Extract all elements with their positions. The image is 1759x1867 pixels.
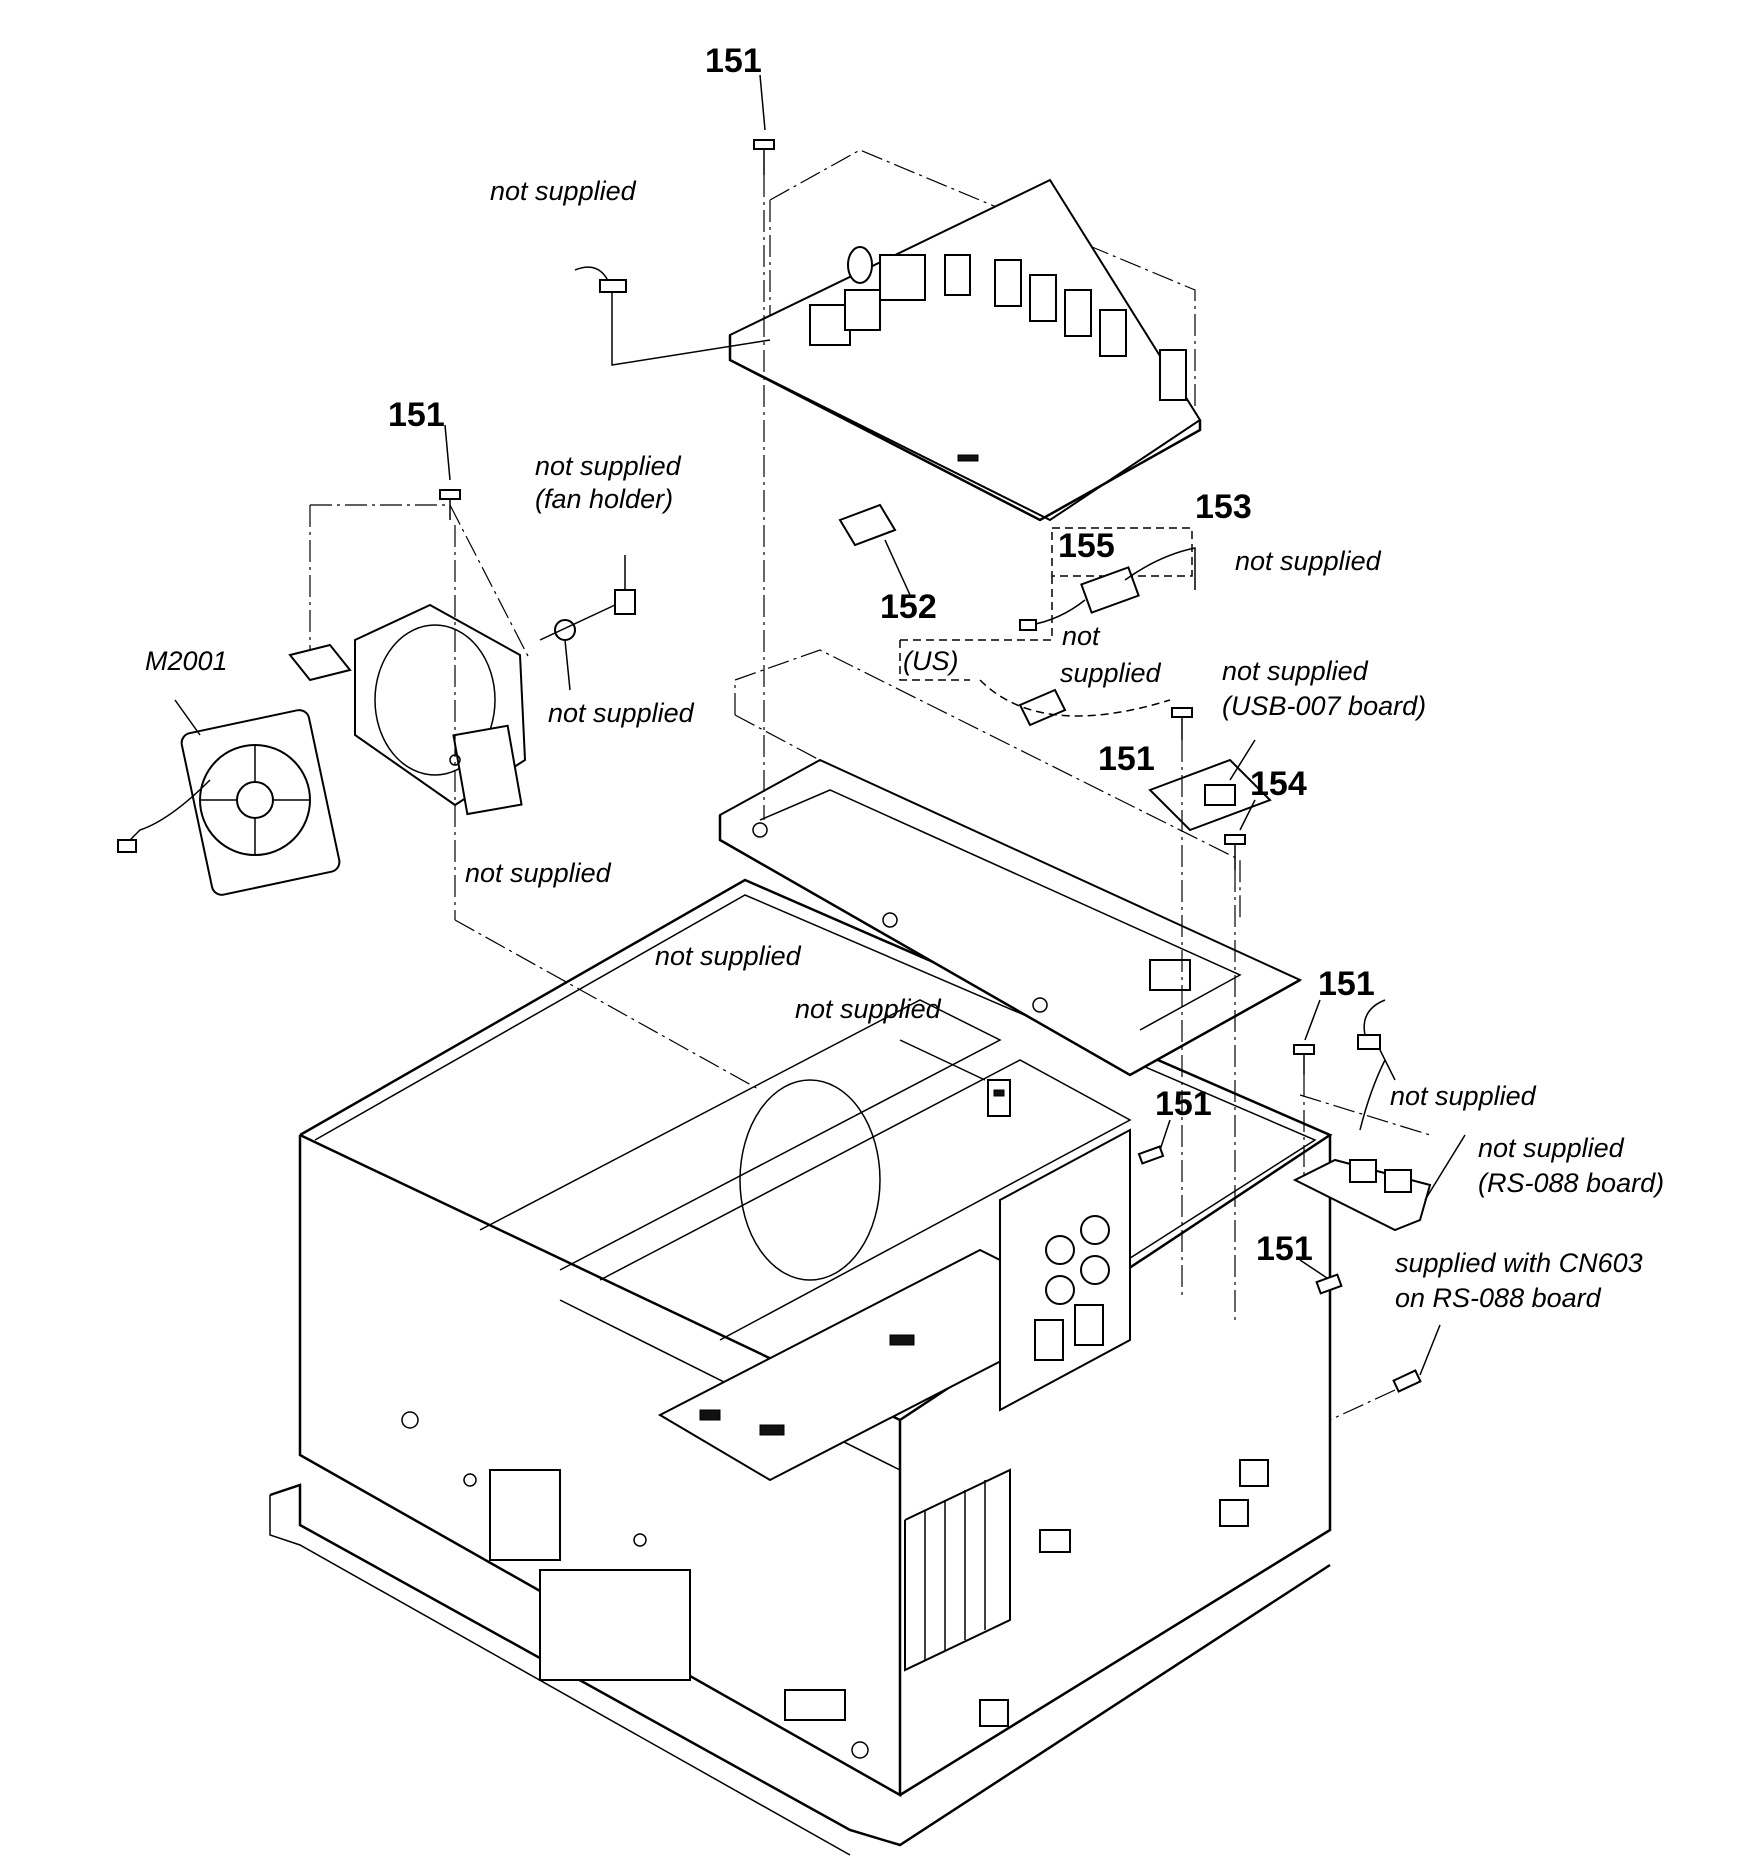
note-fan-holder-line1: not supplied xyxy=(535,451,682,481)
front-slot xyxy=(784,1689,846,1721)
relay-2 xyxy=(844,289,881,331)
relay-1 xyxy=(809,304,851,346)
note-tray: not supplied xyxy=(655,941,802,971)
top-cable xyxy=(574,266,771,366)
top-circuit-board xyxy=(728,149,1202,522)
main-chassis xyxy=(269,878,1333,1856)
note-usb-line2: (USB-007 board) xyxy=(1222,691,1426,721)
callout-labels: 151 151 153 152 155 151 154 151 151 151 xyxy=(388,42,1375,1268)
label-us: (US) xyxy=(903,646,959,676)
screw-cn603 xyxy=(1329,1324,1441,1421)
wire-holder xyxy=(899,1039,1011,1117)
note-usb-line1: not supplied xyxy=(1222,656,1369,686)
capacitor xyxy=(847,246,873,284)
callout-151-rs: 151 xyxy=(1318,965,1375,1003)
screw-151-low xyxy=(1299,1259,1343,1295)
callout-153: 153 xyxy=(1195,488,1252,526)
transformer xyxy=(879,254,926,301)
screw-151-rs xyxy=(1293,999,1321,1180)
board-tray xyxy=(718,649,1303,1077)
screw-151-usb xyxy=(1171,707,1193,1300)
screw-151-fan xyxy=(439,424,461,520)
ferrite-core-cable xyxy=(899,527,1196,681)
usb-board xyxy=(1148,739,1272,832)
screw-154 xyxy=(1224,799,1256,1320)
note-cn603-line2: on RS-088 board xyxy=(1395,1283,1602,1313)
note-cn603-line1: supplied with CN603 xyxy=(1395,1248,1643,1278)
callout-152: 152 xyxy=(880,588,937,626)
jack-row xyxy=(994,259,1187,401)
rear-jack-panel xyxy=(999,1128,1131,1412)
callout-151-usb: 151 xyxy=(1098,740,1155,778)
callout-151-top: 151 xyxy=(705,42,762,80)
note-ferrite-cable: not supplied xyxy=(1235,546,1382,576)
label-m2001: M2001 xyxy=(145,646,228,676)
note-rs-board-line1: not supplied xyxy=(1478,1133,1625,1163)
note-labels: not supplied not supplied (fan holder) n… xyxy=(145,176,1664,1313)
note-fan-holder-line2: (fan holder) xyxy=(535,484,673,514)
flex-sheet xyxy=(838,503,897,547)
heatsink xyxy=(904,1468,1011,1672)
note-fan-bracket: not supplied xyxy=(465,858,612,888)
callout-151-fan: 151 xyxy=(388,396,445,434)
callout-154: 154 xyxy=(1250,765,1307,803)
note-rs-board-line2: (RS-088 board) xyxy=(1478,1168,1664,1198)
note-rs-cable: not supplied xyxy=(1390,1081,1537,1111)
cable-clip xyxy=(1018,688,1067,727)
fan-assembly xyxy=(117,504,761,1091)
screw-151-mid xyxy=(1137,1119,1171,1165)
drive-bay xyxy=(539,1569,691,1681)
note-bushing: not supplied xyxy=(548,698,695,728)
rs-board xyxy=(1292,999,1466,1232)
note-holder: not supplied xyxy=(795,994,942,1024)
front-port-1 xyxy=(489,1469,561,1561)
note-clip-line2: supplied xyxy=(1060,658,1162,688)
callout-151-low: 151 xyxy=(1256,1230,1313,1268)
callout-155: 155 xyxy=(1058,527,1115,565)
note-top-cable: not supplied xyxy=(490,176,637,206)
callout-151-mid: 151 xyxy=(1155,1085,1212,1123)
screw-151-top xyxy=(753,74,775,820)
note-clip-line1: not xyxy=(1062,621,1101,651)
